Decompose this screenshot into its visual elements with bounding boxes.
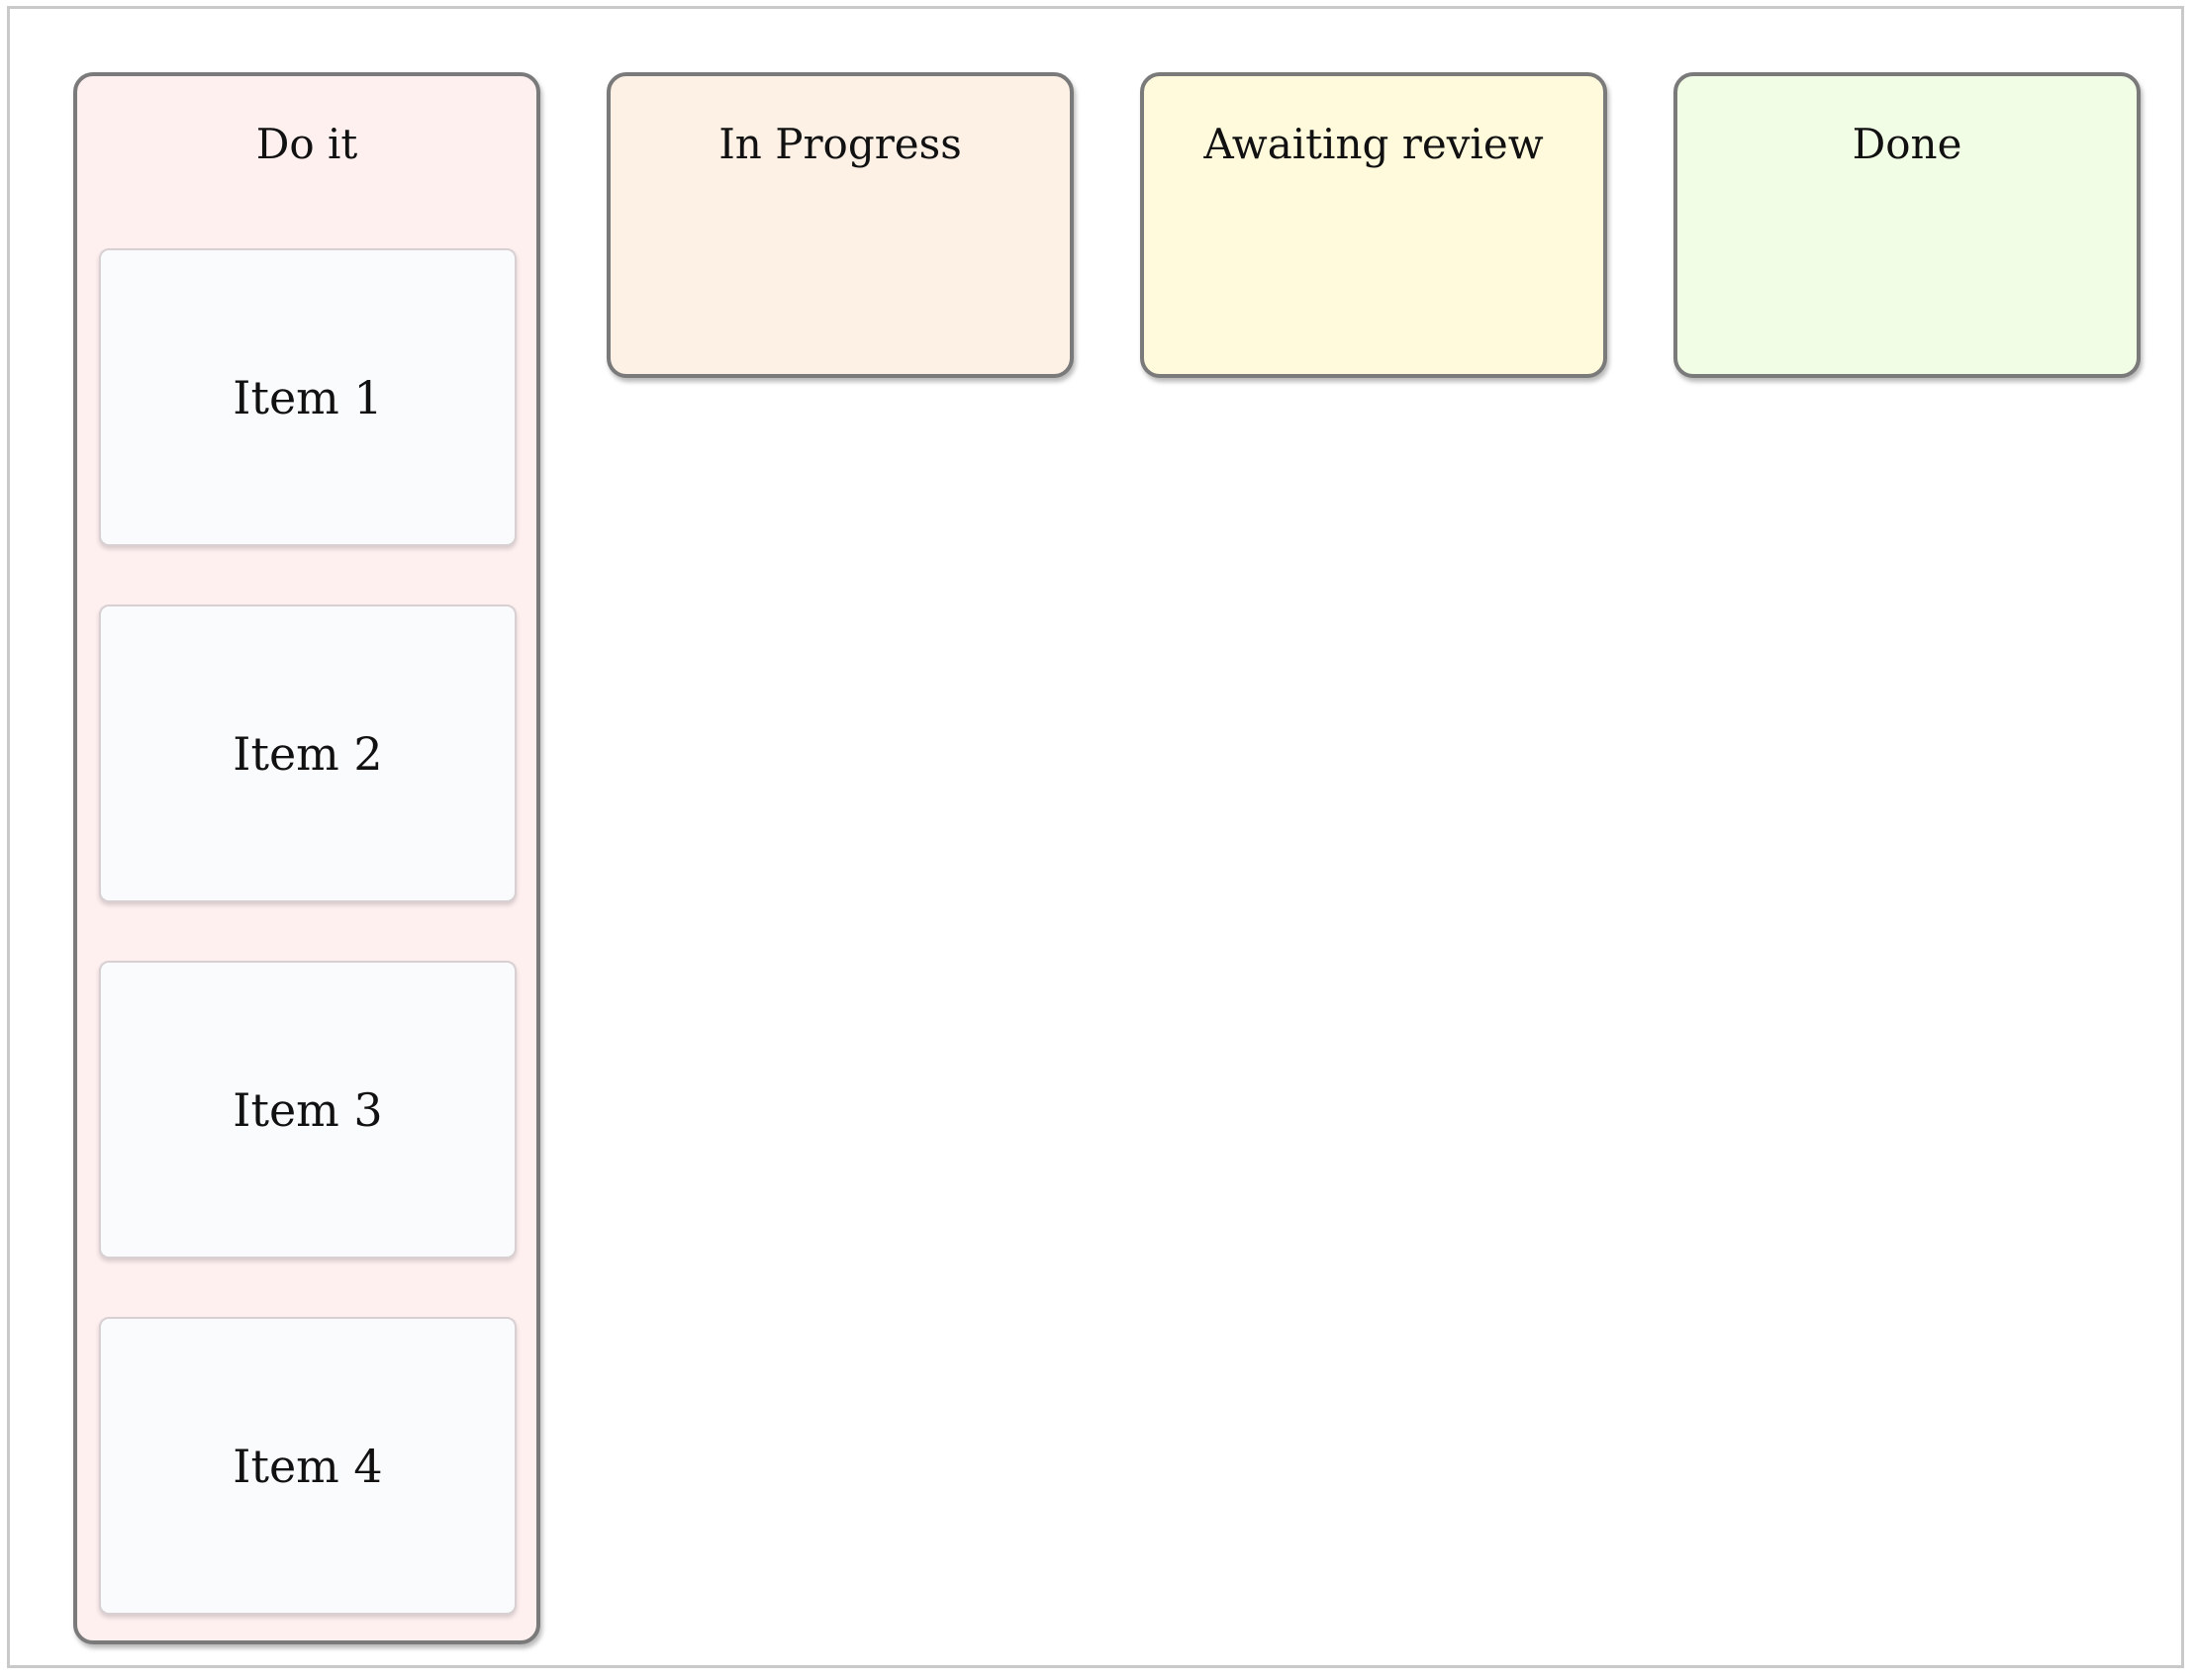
- card-item-4[interactable]: Item 4: [99, 1317, 517, 1615]
- column-title-in-progress: In Progress: [718, 120, 962, 168]
- card-item-3[interactable]: Item 3: [99, 961, 517, 1259]
- card-label: Item 4: [233, 1439, 383, 1493]
- card-item-1[interactable]: Item 1: [99, 248, 517, 546]
- column-title-awaiting-review: Awaiting review: [1203, 120, 1544, 168]
- kanban-board: Do it Item 1 Item 2 Item 3 Item 4 In Pro…: [7, 6, 2184, 1668]
- card-label: Item 3: [233, 1082, 383, 1137]
- card-label: Item 2: [233, 726, 383, 781]
- column-title-done: Done: [1852, 120, 1962, 168]
- column-done[interactable]: Done: [1673, 72, 2141, 378]
- column-do-it[interactable]: Do it Item 1 Item 2 Item 3 Item 4: [73, 72, 540, 1644]
- card-item-2[interactable]: Item 2: [99, 605, 517, 902]
- column-awaiting-review[interactable]: Awaiting review: [1140, 72, 1607, 378]
- column-title-do-it: Do it: [255, 120, 358, 168]
- column-in-progress[interactable]: In Progress: [607, 72, 1074, 378]
- card-label: Item 1: [233, 370, 383, 424]
